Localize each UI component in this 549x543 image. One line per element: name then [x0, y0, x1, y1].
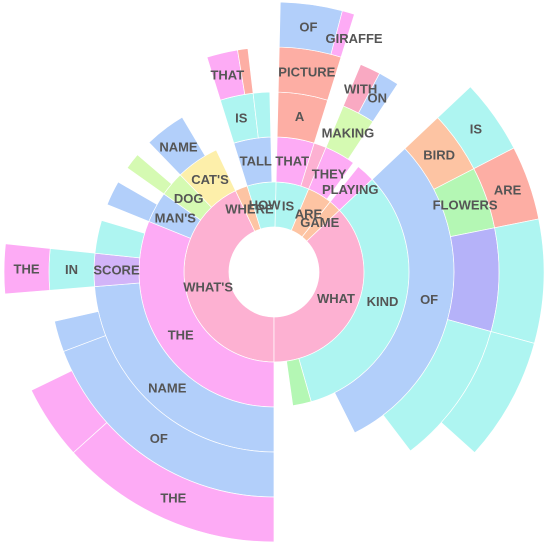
sunburst-segment-the-9	[3, 243, 51, 295]
segment-label: IS	[235, 110, 248, 125]
segment-label: MAN'S	[155, 211, 197, 226]
segment-label: NAME	[159, 139, 198, 154]
segment-label: IS	[282, 198, 295, 213]
segment-label: FLOWERS	[433, 197, 498, 212]
sunburst-segment-unlabeled-46	[490, 218, 545, 344]
segment-label: CAT'S	[191, 172, 229, 187]
sunburst-segment-unlabeled-23	[252, 91, 272, 139]
sunburst-segment-name-16	[148, 116, 206, 176]
segment-label: A	[295, 109, 305, 124]
segment-label: SCORE	[93, 263, 140, 278]
segment-label: MAKING	[322, 125, 375, 140]
sunburst-segment-on-35	[358, 72, 399, 123]
sunburst-segment-unlabeled-10	[94, 219, 146, 259]
segment-label: BIRD	[423, 147, 455, 162]
sunburst-segment-unlabeled-5	[30, 370, 108, 454]
sunburst-segment-unlabeled-45	[447, 227, 500, 332]
segment-label: THE	[168, 327, 194, 342]
sunburst-segments	[3, 1, 545, 543]
segment-label: THE	[160, 491, 186, 506]
segment-label: ARE	[295, 206, 323, 221]
segment-label: THE	[14, 262, 40, 277]
segment-label: WHERE	[225, 202, 274, 217]
sunburst-segment-unlabeled-14	[126, 154, 173, 195]
segment-label-extra: GIRAFFE	[326, 31, 383, 46]
segment-label: GAME	[300, 215, 339, 230]
segment-label: PICTURE	[278, 65, 335, 80]
sunburst-segment-unlabeled-6	[54, 311, 107, 352]
segment-label: OF	[150, 431, 168, 446]
segment-label: WHAT	[317, 291, 355, 306]
segment-label: TALL	[240, 153, 272, 168]
segment-label: PLAYING	[322, 182, 379, 197]
sunburst-segment-unlabeled-49	[286, 358, 312, 407]
segment-label: THAT	[210, 67, 244, 82]
segment-label: OF	[299, 19, 317, 34]
segment-label: ARE	[494, 183, 522, 198]
sunburst-segment-unlabeled-12	[106, 181, 158, 222]
segment-label: THAT	[275, 153, 309, 168]
segment-label: IS	[470, 121, 483, 136]
segment-label: ON	[368, 90, 388, 105]
segment-label: DOG	[174, 191, 204, 206]
segment-label: WHAT'S	[183, 279, 233, 294]
segment-label: KIND	[367, 294, 399, 309]
segment-label: HOW	[249, 198, 282, 213]
segment-label: IN	[65, 262, 78, 277]
sunburst-segment-unlabeled-48	[440, 331, 535, 454]
segment-label: THEY	[312, 166, 347, 181]
segment-label: OF	[420, 292, 438, 307]
sunburst-segment-unlabeled-29	[330, 10, 355, 58]
sunburst-labels: WHAT'S THE NAME OF THE SCORE IN THE MAN'S DOG CAT'…	[14, 19, 522, 505]
segment-label: NAME	[148, 380, 187, 395]
segment-label: WITH	[344, 81, 377, 96]
